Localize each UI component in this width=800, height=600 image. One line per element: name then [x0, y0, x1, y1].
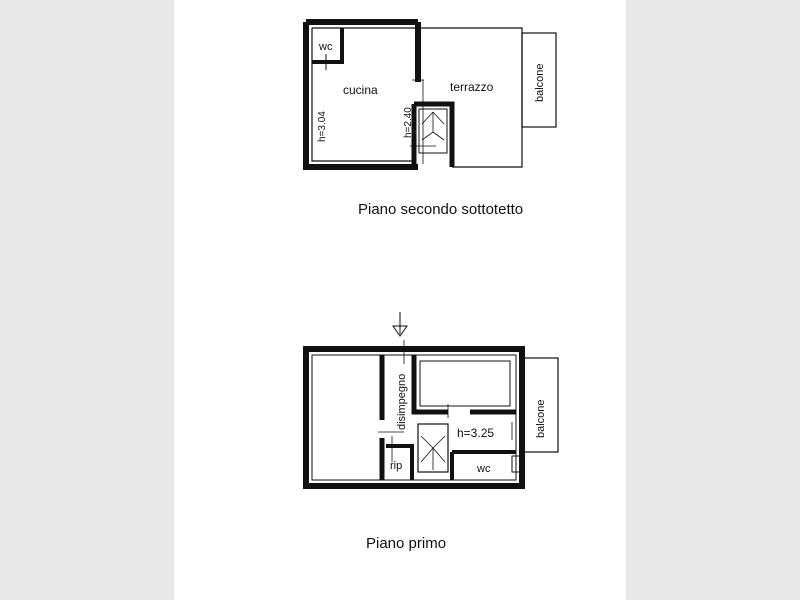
kitchen-label: cucina: [343, 83, 378, 97]
upper-stair-inner: [418, 108, 448, 154]
kitchen-inner-walls: [311, 27, 418, 162]
lower-height-label: h=3.25: [457, 426, 494, 440]
right-room-inner: [419, 360, 511, 407]
stair-height-label: h=2.40: [403, 107, 414, 138]
right-room-walls: [411, 355, 516, 415]
lower-outer-inner-line: [311, 354, 517, 481]
upper-wc-label: wc: [318, 41, 333, 53]
lower-wc-walls: [450, 450, 516, 480]
storage-walls: [386, 444, 414, 480]
wc-fixture: [511, 455, 523, 473]
upper-balcony-outline: [521, 32, 557, 128]
lower-floor-plan: [303, 312, 559, 489]
storage-label: rip: [390, 460, 402, 472]
kitchen-height-label: h=3.04: [317, 111, 328, 142]
upper-floor-caption: Piano secondo sottotetto: [358, 201, 524, 218]
lower-outer-walls: [303, 346, 525, 489]
north-arrow-head: [392, 325, 408, 337]
hallway-label: disimpegno: [396, 374, 408, 430]
upper-stair-spiral: [421, 111, 445, 141]
upper-stair-walls: [411, 101, 455, 167]
drawing-sheet: [174, 0, 626, 600]
lower-floor-caption: Piano primo: [366, 535, 447, 552]
upper-balcony-label: balcone: [534, 63, 546, 102]
upper-floor-plan: [303, 19, 557, 170]
kitchen-walls: [303, 19, 421, 170]
terrace-label: terrazzo: [450, 80, 494, 94]
lower-wc-label: wc: [476, 463, 491, 475]
lower-balcony-label: balcone: [535, 399, 547, 438]
lower-stair-spiral: [420, 435, 446, 470]
lower-stair-outer: [417, 423, 449, 473]
